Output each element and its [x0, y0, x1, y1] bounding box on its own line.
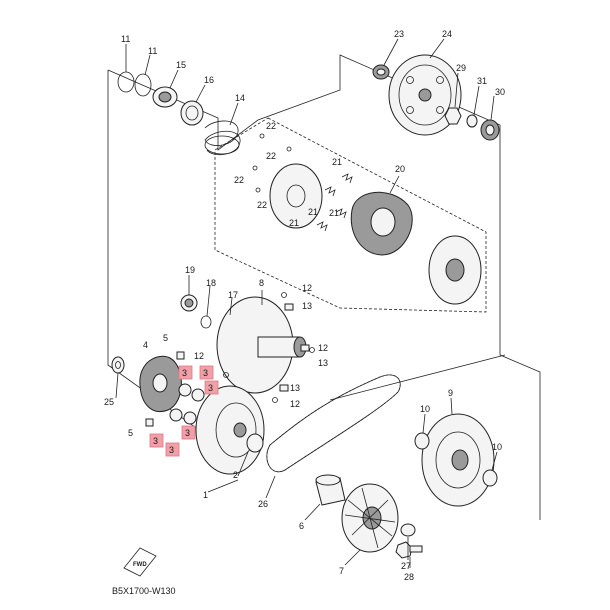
- label-part-22: 22: [266, 151, 276, 161]
- label-part-22: 22: [266, 121, 276, 131]
- label-part-3: 3: [182, 368, 187, 378]
- bearing-19: [180, 294, 198, 312]
- label-part-7: 7: [339, 566, 344, 576]
- label-part-26: 26: [258, 499, 268, 509]
- label-part-22: 22: [234, 175, 244, 185]
- label-part-13: 13: [318, 358, 328, 368]
- clutch-shoe-20: [350, 191, 413, 256]
- clutch-housing-24: [388, 54, 462, 136]
- nut-29: [444, 107, 462, 125]
- label-part-30: 30: [495, 87, 505, 97]
- cam-plate-4: [139, 355, 182, 412]
- label-part-1: 1: [203, 490, 208, 500]
- leader-lines: [115, 38, 498, 568]
- label-part-6: 6: [299, 521, 304, 531]
- label-part-29: 29: [456, 63, 466, 73]
- label-part-10: 10: [420, 404, 430, 414]
- label-part-15: 15: [176, 60, 186, 70]
- guide-collar-15: [152, 86, 178, 108]
- compression-spring-14: [204, 120, 241, 156]
- label-part-9: 9: [448, 388, 453, 398]
- label-part-3: 3: [208, 383, 213, 393]
- label-part-12: 12: [290, 399, 300, 409]
- label-part-12: 12: [302, 283, 312, 293]
- springs-21: [316, 173, 353, 232]
- pins-22: [252, 133, 292, 193]
- label-part-25: 25: [104, 397, 114, 407]
- v-belt-26: [266, 374, 401, 473]
- label-part-27: 27: [401, 561, 411, 571]
- part-number-labels: 11 11 15 16 14 23 24 29 31 30 22 22 22 2…: [104, 29, 505, 582]
- label-part-2: 2: [233, 470, 238, 480]
- label-part-22: 22: [257, 200, 267, 210]
- weights-3: [169, 383, 205, 425]
- label-part-31: 31: [477, 76, 487, 86]
- label-part-28: 28: [404, 572, 414, 582]
- sliding-sheave-8: [216, 296, 307, 394]
- label-part-13: 13: [302, 301, 312, 311]
- label-part-5: 5: [163, 333, 168, 343]
- primary-sheave-plate: [428, 235, 482, 305]
- label-part-18: 18: [206, 278, 216, 288]
- label-part-3: 3: [153, 436, 158, 446]
- label-part-5: 5: [128, 428, 133, 438]
- diagram-code: B5X1700-W130: [112, 586, 176, 596]
- cooling-fan-7: [341, 483, 399, 553]
- label-part-16: 16: [204, 75, 214, 85]
- label-part-13: 13: [290, 383, 300, 393]
- fwd-label: FWD: [133, 562, 147, 568]
- label-part-10: 10: [492, 442, 502, 452]
- washer-27: [400, 523, 416, 537]
- label-part-19: 19: [185, 265, 195, 275]
- label-part-11: 11: [121, 34, 130, 44]
- collar-6: [315, 474, 346, 506]
- washer-23: [372, 64, 390, 80]
- washers-10: [414, 432, 498, 487]
- washer-25: [111, 356, 125, 374]
- o-ring-11-a: [117, 71, 135, 93]
- label-part-21: 21: [308, 207, 318, 217]
- bolt-28: [395, 541, 423, 559]
- label-part-4: 4: [143, 340, 148, 350]
- label-part-11: 11: [148, 46, 157, 56]
- clutch-plate: [269, 163, 323, 229]
- o-ring-11-b: [134, 73, 152, 97]
- label-part-3: 3: [203, 368, 208, 378]
- label-part-8: 8: [259, 278, 264, 288]
- clutch-subassembly-dashed-frame: [214, 117, 487, 313]
- sliders-13: [279, 303, 310, 392]
- label-part-17: 17: [228, 290, 238, 300]
- label-part-12: 12: [194, 351, 204, 361]
- label-part-24: 24: [442, 29, 452, 39]
- weight-callout-highlights: [149, 365, 219, 457]
- washer-31: [466, 114, 478, 128]
- label-part-20: 20: [395, 164, 405, 174]
- label-part-3: 3: [185, 428, 190, 438]
- forward-direction-arrow-icon: FWD: [123, 547, 157, 577]
- secondary-sheave-9: [421, 413, 495, 507]
- label-part-21: 21: [289, 218, 299, 228]
- label-part-21: 21: [332, 157, 342, 167]
- sliders-5: [145, 351, 185, 427]
- nut-30: [480, 119, 500, 141]
- oil-seal-16: [180, 100, 204, 126]
- label-part-14: 14: [235, 93, 245, 103]
- label-part-3: 3: [169, 445, 174, 455]
- label-part-23: 23: [394, 29, 404, 39]
- washer-2: [246, 433, 264, 453]
- label-part-21: 21: [329, 208, 339, 218]
- label-part-12: 12: [318, 343, 328, 353]
- circlip-18: [200, 315, 212, 329]
- fixed-sheave-2: [195, 385, 265, 475]
